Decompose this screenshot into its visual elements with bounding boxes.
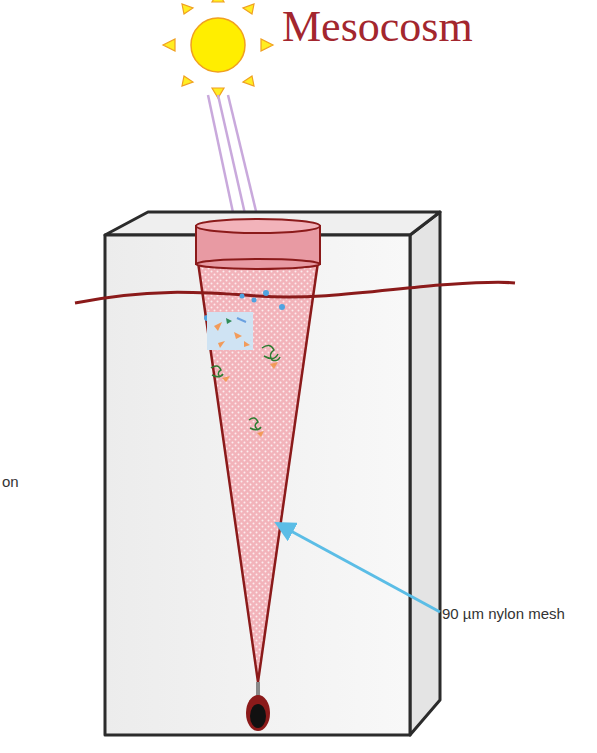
glare xyxy=(150,82,160,108)
glare xyxy=(168,66,177,86)
mesh-label: 90 µm nylon mesh xyxy=(442,604,582,623)
callout-arrow xyxy=(278,524,440,612)
water-surface xyxy=(75,282,515,303)
cut-label: on xyxy=(2,472,19,491)
slide-title: Mesocosm xyxy=(282,2,473,52)
plankton-particles xyxy=(204,290,285,437)
sun xyxy=(163,0,273,98)
